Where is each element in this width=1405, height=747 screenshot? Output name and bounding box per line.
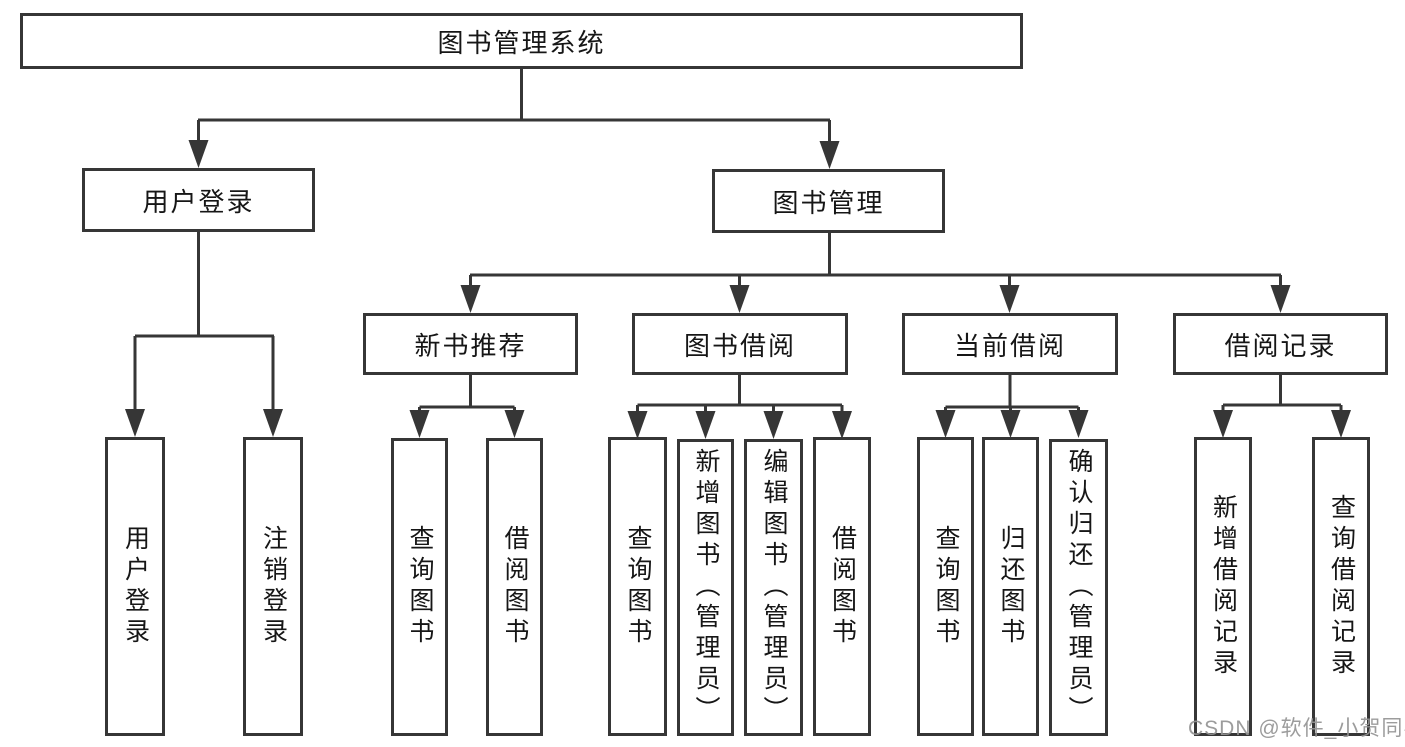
leaf-add-borrow-record: 新增借阅记录 [1194, 437, 1252, 736]
arrow-down-icon [935, 410, 956, 438]
arrow-down-icon [729, 285, 750, 313]
connector-group [627, 375, 852, 439]
leaf-logout: 注销登录 [243, 437, 303, 736]
arrow-down-icon [188, 140, 209, 168]
arrow-down-icon [1000, 410, 1021, 438]
arrow-down-icon [1213, 410, 1233, 438]
connector-group [409, 375, 525, 438]
connector-group [460, 233, 1291, 313]
node-current-borrowing: 当前借阅 [902, 313, 1118, 375]
leaf-borrow-books-2: 借阅图书 [813, 437, 871, 736]
connector-group [125, 232, 283, 437]
arrow-down-icon [763, 411, 784, 439]
arrow-down-icon [1068, 410, 1089, 438]
arrow-down-icon [1270, 285, 1291, 313]
leaf-user-login: 用户登录 [105, 437, 165, 736]
arrow-down-icon [504, 410, 525, 438]
arrow-down-icon [409, 410, 430, 438]
node-book-borrowing: 图书借阅 [632, 313, 848, 375]
leaf-confirm-return-admin: 确认归还（管理员） [1049, 439, 1108, 736]
node-root: 图书管理系统 [20, 13, 1023, 69]
arrow-down-icon [125, 409, 145, 437]
arrow-down-icon [999, 285, 1020, 313]
arrow-down-icon [832, 411, 852, 439]
node-borrowing-records: 借阅记录 [1173, 313, 1388, 375]
connector-group [188, 69, 840, 169]
leaf-query-books-1: 查询图书 [391, 438, 448, 736]
leaf-query-books-2: 查询图书 [608, 437, 667, 736]
connector-group [935, 375, 1089, 438]
arrow-down-icon [263, 409, 283, 437]
arrow-down-icon [819, 141, 840, 169]
arrow-down-icon [460, 285, 481, 313]
leaf-query-books-3: 查询图书 [917, 437, 974, 736]
node-book-management-branch: 图书管理 [712, 169, 945, 233]
connector-group [1213, 375, 1351, 438]
csdn-watermark: CSDN @软件_小贺同学 [1188, 717, 1405, 740]
arrow-down-icon [695, 411, 716, 439]
leaf-edit-book-admin: 编辑图书（管理员） [744, 439, 803, 736]
arrow-down-icon [627, 411, 648, 439]
node-new-book-recommend: 新书推荐 [363, 313, 578, 375]
arrow-down-icon [1331, 410, 1351, 438]
node-user-login-branch: 用户登录 [82, 168, 315, 232]
leaf-return-books: 归还图书 [982, 437, 1039, 736]
leaf-add-book-admin: 新增图书（管理员） [677, 439, 734, 736]
leaf-borrow-books-1: 借阅图书 [486, 438, 543, 736]
leaf-query-borrow-record: 查询借阅记录 [1312, 437, 1370, 736]
